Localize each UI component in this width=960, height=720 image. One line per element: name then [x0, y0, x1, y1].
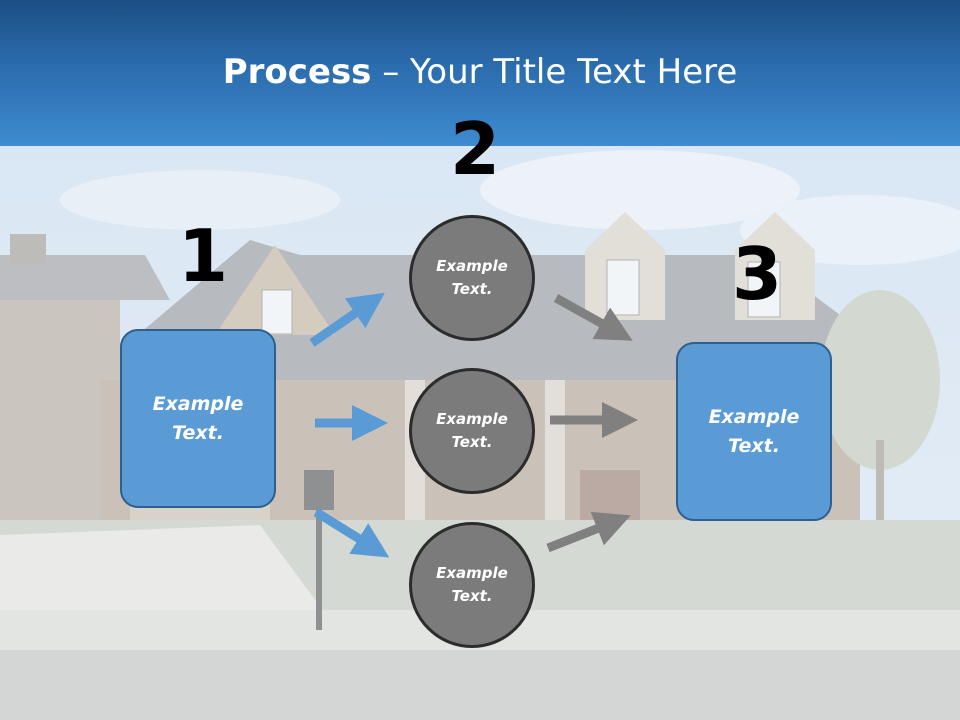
step-number-2: 2	[450, 107, 501, 191]
circle-2-line1: Example	[436, 409, 508, 428]
title-banner	[0, 0, 960, 146]
title-bold: Process	[222, 52, 372, 92]
left-box-line2: Text.	[172, 421, 224, 444]
slide-title: Process – Your Title Text Here	[0, 52, 960, 92]
arrow-to-circle-3	[313, 508, 390, 558]
title-rest: – Your Title Text Here	[371, 52, 738, 92]
arrow-to-circle-1	[309, 292, 385, 347]
right-box-line2: Text.	[728, 434, 780, 457]
right-box-line1: Example	[708, 406, 800, 428]
step-number-1: 1	[178, 214, 229, 298]
step-number-3: 3	[732, 232, 783, 316]
circle-1-line2: Text.	[451, 280, 493, 298]
arrow-from-circle-3	[546, 511, 631, 553]
circle-1-line1: Example	[436, 256, 508, 275]
circle-3-line1: Example	[436, 563, 508, 582]
left-box-line1: Example	[152, 393, 244, 415]
circle-2-line2: Text.	[451, 433, 493, 451]
arrow-from-circle-1	[553, 294, 633, 341]
circle-3-line2: Text.	[451, 587, 493, 605]
